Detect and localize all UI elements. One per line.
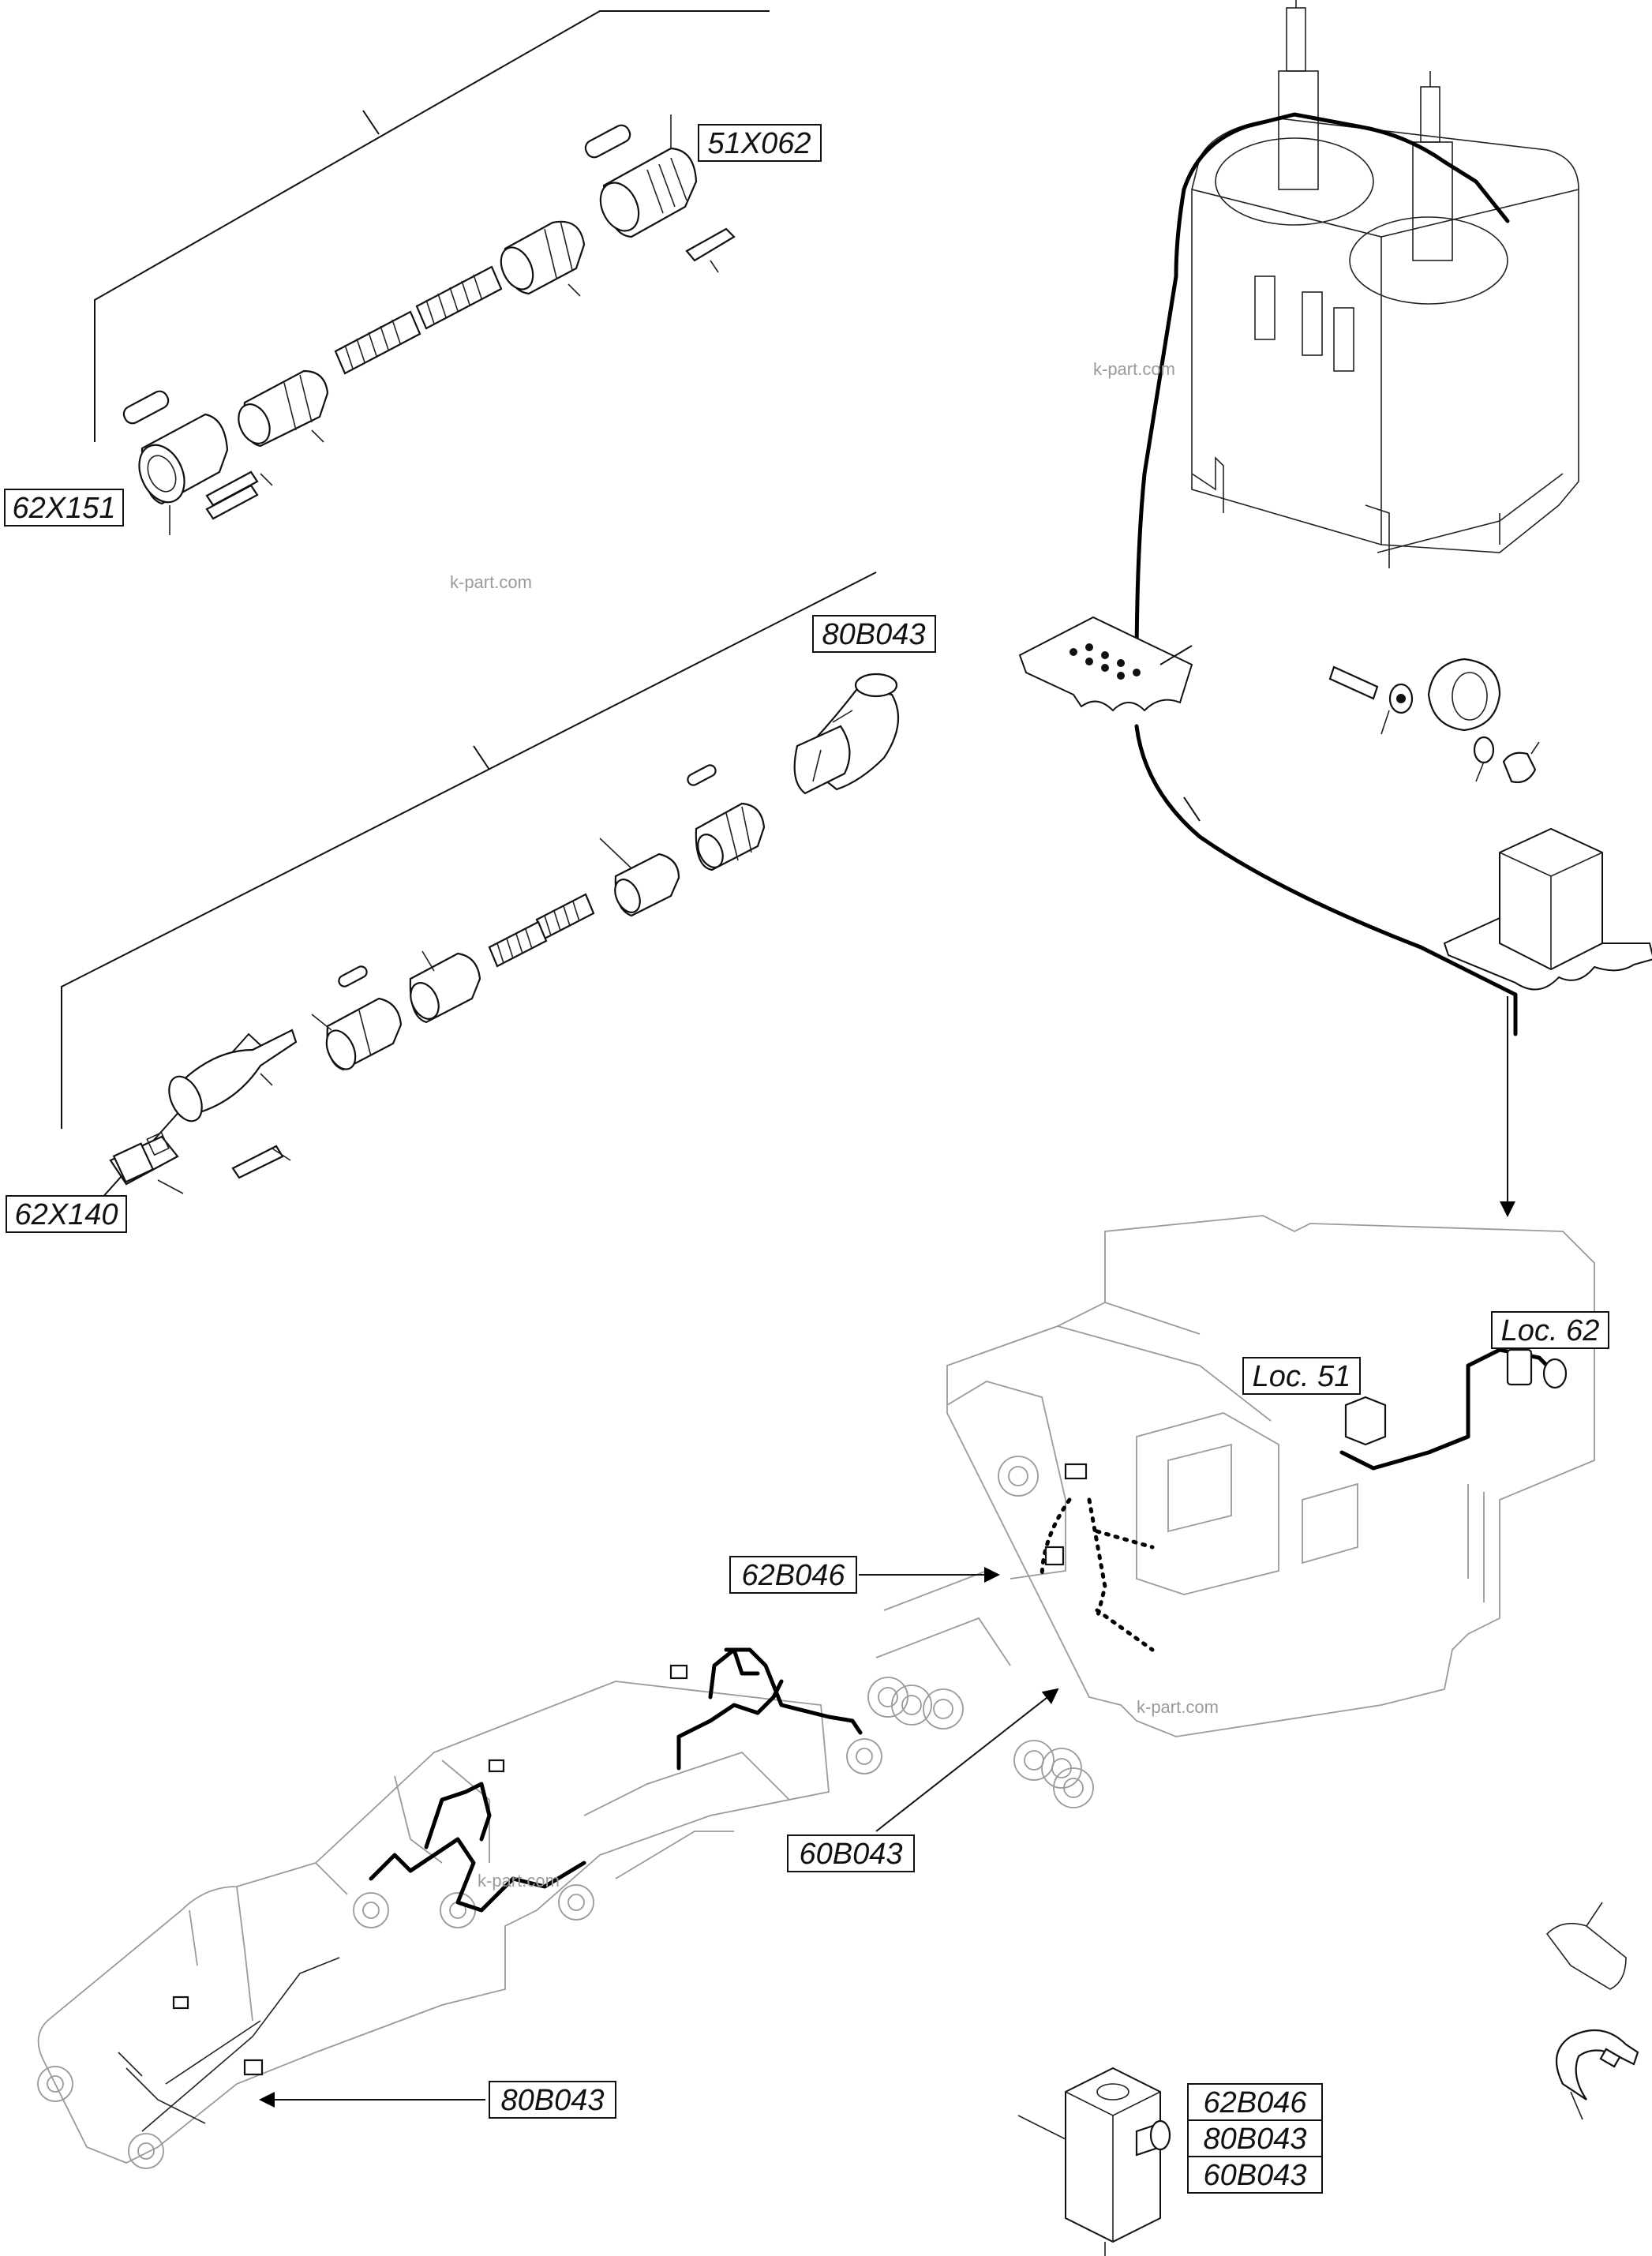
- cable-tie: [1555, 2029, 1639, 2120]
- label-80b043-top: 80B043: [812, 615, 936, 653]
- adapter-icon: [409, 950, 481, 1024]
- legend-sensor-codes: 62B046 80B043 60B043: [1187, 2083, 1323, 2194]
- label-loc-51: Loc. 51: [1242, 1357, 1361, 1395]
- bellows-icon: [488, 893, 595, 968]
- boom-harness: [37, 1647, 882, 2169]
- sensor-box-icon: [1506, 1348, 1533, 1386]
- sensor-box-icon: [1064, 1463, 1088, 1480]
- svg-text:80B043: 80B043: [822, 618, 925, 651]
- adapter-icon: [238, 369, 329, 448]
- label-62b046: 62B046: [729, 1556, 857, 1594]
- pivot-pin-icon: [867, 1456, 1094, 1808]
- grommet-bushing-parts: [1328, 658, 1540, 784]
- sensor-box-icon: [488, 1759, 505, 1773]
- sensor-box-icon: [669, 1664, 688, 1680]
- locking-pin-icon: [122, 124, 631, 425]
- sensor-box-icon: [172, 1996, 189, 2010]
- label-80b043-bottom: 80B043: [489, 2081, 616, 2119]
- sensor-box-icon: [1044, 1546, 1065, 1566]
- svg-text:60B043: 60B043: [799, 1838, 902, 1871]
- junction-box: [1443, 827, 1652, 1217]
- coupling-nut-icon: [695, 802, 766, 871]
- hydraulic-tank: [1134, 0, 1579, 673]
- rubber-boot-icon: [168, 1029, 298, 1122]
- watermark: k-part.com: [450, 572, 532, 592]
- connector-assembly-62x151-51x062: [94, 10, 770, 535]
- housing-62x151-icon: [138, 413, 229, 535]
- svg-text:80B043: 80B043: [1203, 2123, 1306, 2156]
- watermark: k-part.com: [478, 1871, 560, 1891]
- label-51x062: 51X062: [698, 124, 822, 162]
- coupling-nut-icon: [500, 220, 586, 297]
- svg-text:60B043: 60B043: [1203, 2159, 1306, 2192]
- contact-pin-icon: [685, 227, 736, 273]
- watermark: k-part.com: [1093, 359, 1175, 379]
- svg-text:Loc. 51: Loc. 51: [1253, 1360, 1351, 1393]
- label-62x140: 62X140: [6, 1195, 127, 1233]
- plug-62x140-icon: [109, 1131, 184, 1194]
- sensor-box-icon: [243, 2059, 264, 2076]
- pressure-sensor: [1017, 2067, 1171, 2256]
- loc51-box-icon: [1344, 1396, 1387, 1446]
- terminal-plate: [1018, 616, 1518, 1036]
- connector-assembly-62x140-80b043: [61, 571, 900, 1207]
- locking-pin-icon: [338, 764, 717, 987]
- bellows-icon: [334, 265, 503, 375]
- cable-sleeve: [1545, 1902, 1627, 1990]
- svg-text:51X062: 51X062: [707, 127, 811, 160]
- elbow-connector-80b043-icon: [793, 673, 900, 795]
- svg-text:62B046: 62B046: [1203, 2086, 1307, 2119]
- label-62x151: 62X151: [4, 489, 124, 527]
- contact-pin-icon: [205, 470, 273, 520]
- svg-text:62B046: 62B046: [741, 1559, 845, 1592]
- adapter-icon: [599, 838, 680, 917]
- watermark: k-part.com: [1137, 1697, 1219, 1717]
- machine-upper-structure: [867, 1215, 1595, 1808]
- svg-text:80B043: 80B043: [500, 2084, 604, 2117]
- label-60b043: 60B043: [787, 1834, 915, 1872]
- contact-pin-icon: [231, 1145, 291, 1179]
- coupling-nut-icon: [311, 997, 403, 1071]
- pivot-pin-icon: [37, 1738, 882, 2169]
- pointer-arrow-60b043: [875, 1688, 1059, 1832]
- svg-text:62X140: 62X140: [14, 1198, 118, 1231]
- housing-51x062-icon: [599, 114, 698, 238]
- svg-text:62X151: 62X151: [12, 492, 115, 525]
- label-loc-62: Loc. 62: [1491, 1311, 1609, 1349]
- svg-text:Loc. 62: Loc. 62: [1501, 1314, 1600, 1347]
